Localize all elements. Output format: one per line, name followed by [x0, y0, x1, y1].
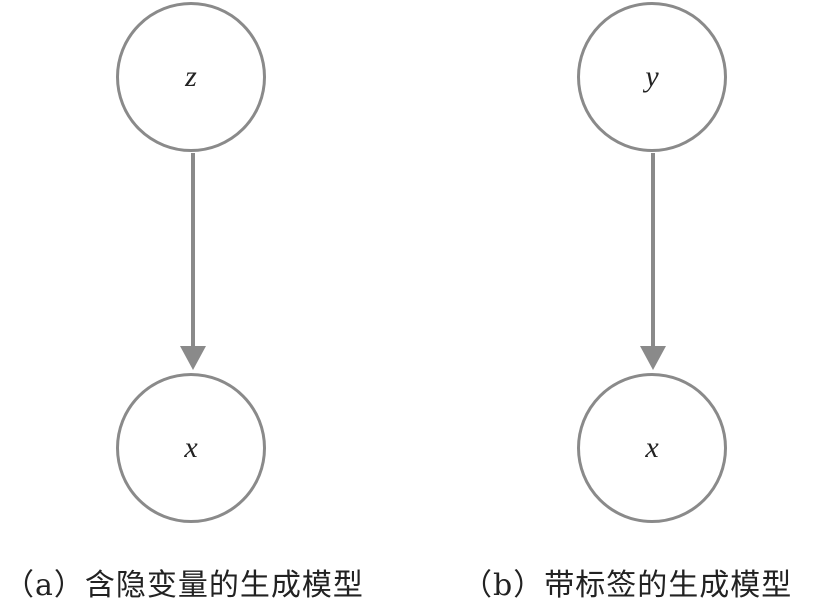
node-y: y — [577, 2, 727, 152]
node-x: x — [577, 373, 727, 523]
edge-y-to-x — [640, 153, 666, 370]
arrowhead — [640, 346, 666, 370]
caption-a: （a）含隐变量的生成模型 — [4, 568, 364, 603]
node-z: z — [116, 2, 266, 152]
caption-b: （b）带标签的生成模型 — [462, 568, 793, 603]
figure-b-labeled-model: y x （b）带标签的生成模型 — [420, 0, 840, 603]
figure-a-latent-variable-model: z x （a）含隐变量的生成模型 — [0, 0, 420, 603]
node-x: x — [116, 373, 266, 523]
node-x-label: x — [184, 431, 198, 464]
node-x-label: x — [645, 431, 659, 464]
edge-z-to-x — [180, 153, 206, 370]
node-y-label: y — [645, 60, 659, 93]
arrowhead — [180, 346, 206, 370]
node-z-label: z — [185, 60, 197, 93]
